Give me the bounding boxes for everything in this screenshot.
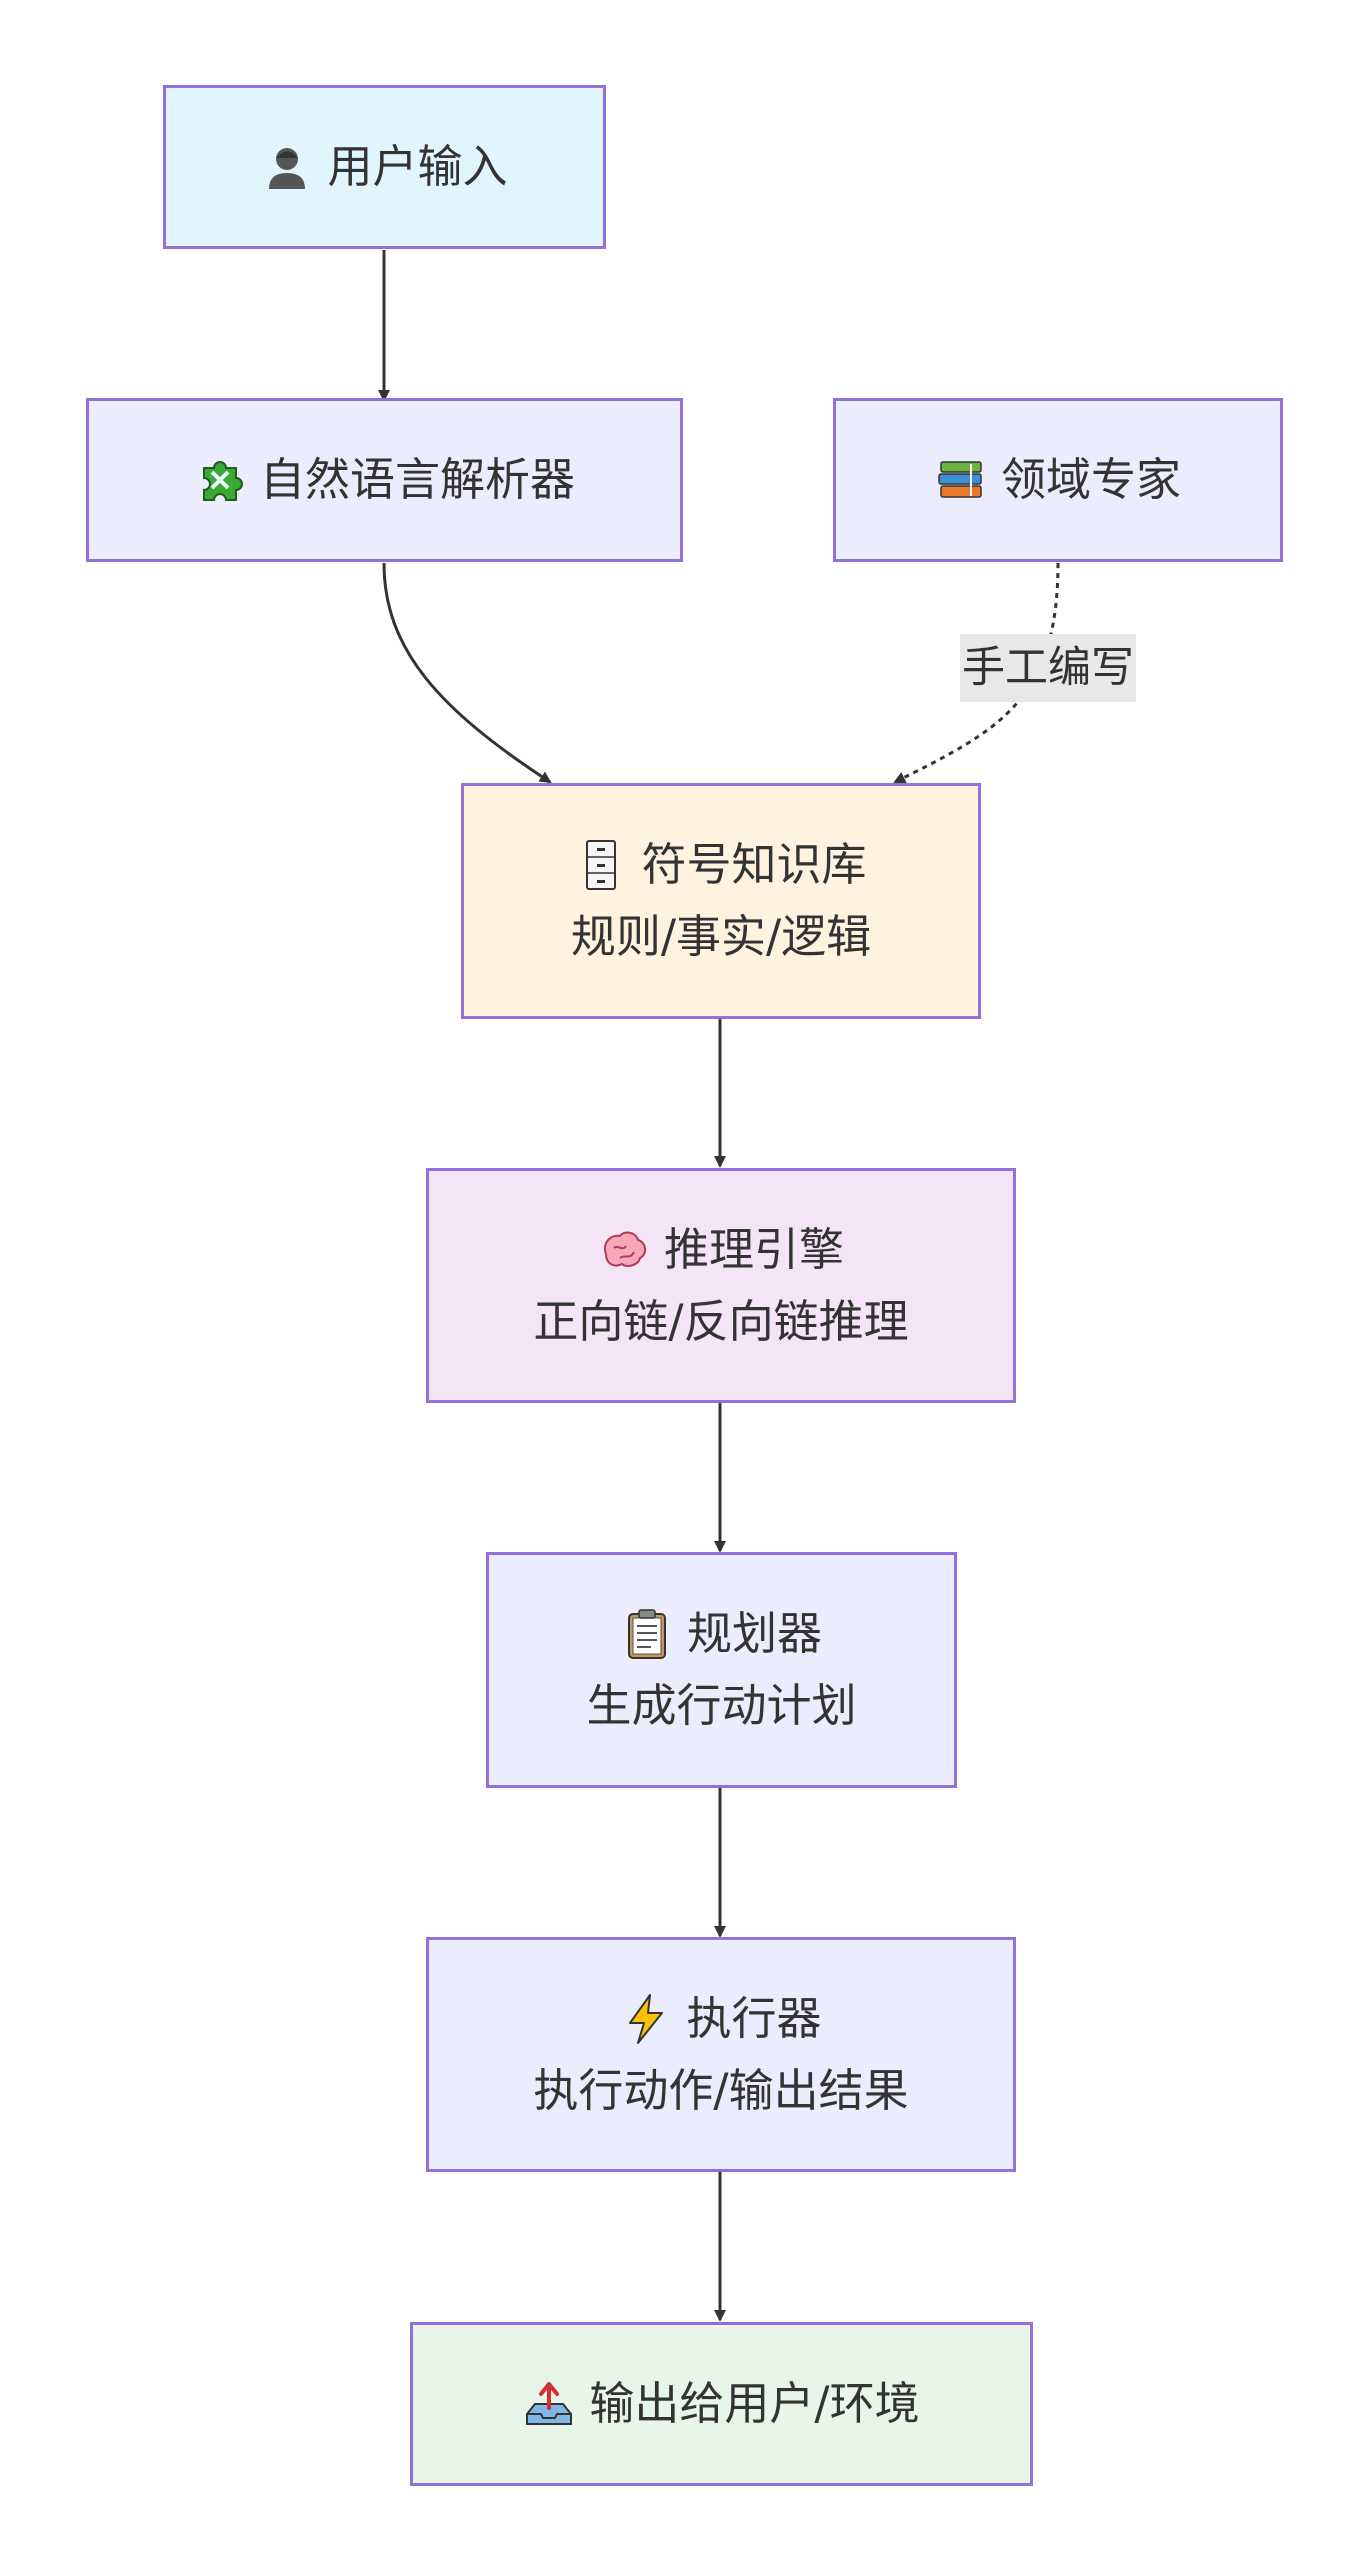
- node-planner-subtitle: 生成行动计划: [586, 1679, 857, 1732]
- books-icon: [935, 454, 987, 506]
- node-executor-subtitle: 执行动作/输出结果: [533, 2063, 909, 2117]
- person-icon: [261, 141, 313, 193]
- edge-parser-to-kb: [382, 562, 552, 784]
- edge-label-manual-authoring: 手工编写: [960, 634, 1136, 702]
- edge-expert-to-kb: [893, 562, 1060, 784]
- node-domain-expert: 领域专家: [833, 398, 1283, 562]
- node-planner: 规划器 生成行动计划: [486, 1552, 957, 1788]
- clipboard-icon: [621, 1608, 673, 1660]
- node-knowledge-base: 符号知识库 规则/事实/逻辑: [461, 783, 981, 1019]
- node-domain-expert-title: 领域专家: [935, 444, 1181, 516]
- node-user-input: 用户输入: [163, 85, 606, 249]
- node-knowledge-base-title: 符号知识库: [575, 829, 867, 901]
- node-output-title: 输出给用户/环境: [523, 2368, 920, 2440]
- node-output: 输出给用户/环境: [410, 2322, 1033, 2486]
- node-nl-parser: 自然语言解析器: [86, 398, 683, 562]
- node-knowledge-base-subtitle: 规则/事实/逻辑: [570, 910, 872, 963]
- lightning-icon: [620, 1993, 672, 2045]
- node-user-input-title: 用户输入: [261, 131, 508, 203]
- node-executor: 执行器 执行动作/输出结果: [426, 1937, 1016, 2172]
- node-planner-title: 规划器: [621, 1598, 822, 1670]
- node-inference-engine-subtitle: 正向链/反向链推理: [533, 1294, 909, 1348]
- node-nl-parser-title: 自然语言解析器: [194, 444, 575, 516]
- node-inference-engine-title: 推理引擎: [598, 1214, 844, 1286]
- outbox-icon: [523, 2378, 575, 2430]
- brain-icon: [598, 1224, 650, 1276]
- file-cabinet-icon: [575, 839, 627, 891]
- node-executor-title: 执行器: [620, 1983, 822, 2055]
- node-inference-engine: 推理引擎 正向链/反向链推理: [426, 1168, 1016, 1403]
- puzzle-icon: [194, 454, 246, 506]
